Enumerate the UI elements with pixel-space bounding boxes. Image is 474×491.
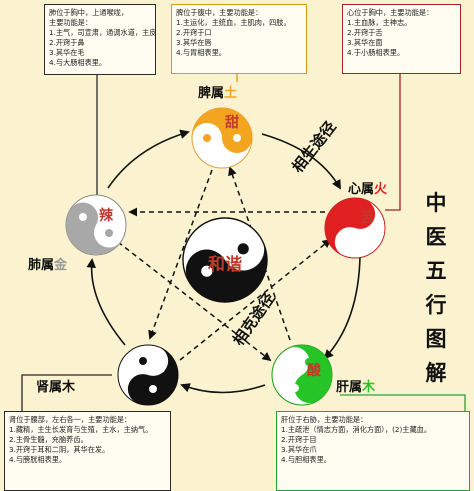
metal-organ: 肺属 — [28, 258, 55, 273]
metal-yinyang-icon — [55, 194, 130, 266]
metal-info-box: 肺位于胸中，上通喉咙， 主要功能是： 1.主气，司宣肃，通调水道，主皮毛。 2.… — [44, 4, 156, 75]
center-yinyang-icon — [178, 217, 283, 318]
water-info-line: 1.藏精，主生长发育与生殖，主水，主纳气。 — [9, 425, 153, 434]
earth-info-box: 脾位于腹中，主要功能是： 1.主运化，主统血，主肌肉，四肢。 2.开窍于口 3.… — [171, 4, 307, 74]
water-box-connector — [21, 374, 112, 411]
arrow-earth-to-water — [148, 169, 213, 340]
metal-element: 金 — [54, 258, 68, 273]
water-yinyang-icon — [117, 341, 187, 414]
title-char: 五 — [425, 258, 447, 283]
water-taste: 咸 — [151, 358, 165, 375]
title-char: 行 — [425, 292, 447, 317]
wood-yinyang-icon — [271, 334, 343, 409]
metal-info-line: 3.其华在毛 — [49, 48, 85, 57]
water-info-line: 2.主骨生髓，充脑养齿。 — [9, 435, 88, 444]
fire-yinyang-icon — [316, 189, 386, 262]
earth-info-line: 4.与胃相表里。 — [176, 48, 226, 57]
metal-info-line: 主要功能是： — [49, 18, 93, 27]
metal-taste: 辣 — [99, 207, 114, 224]
wood-info-box: 肝位于右胁，主要功能是： 1.主疏泄（情志方面，消化方面），(2)主藏血。 2.… — [276, 411, 470, 491]
wood-organ: 肝属 — [336, 380, 363, 395]
earth-info-line: 脾位于腹中，主要功能是： — [176, 8, 263, 17]
wood-element: 木 — [362, 380, 376, 395]
metal-label: 肺属金 — [28, 254, 67, 273]
metal-info-line: 4.与大肠相表里。 — [49, 58, 107, 67]
fire-info-line: 1.主血脉，主神志。 — [347, 18, 412, 27]
fire-element: 火 — [374, 182, 388, 197]
wood-info-line: 1.主疏泄（情志方面，消化方面），(2)主藏血。 — [281, 425, 432, 434]
water-info-line: 3.开窍于耳和二阴，其华在发。 — [9, 445, 110, 454]
arrow-metal-to-earth — [107, 129, 190, 189]
earth-label: 脾属土 — [198, 82, 237, 101]
water-element: 木 — [62, 380, 76, 395]
fire-organ: 心属 — [348, 182, 375, 197]
earth-yinyang-icon — [191, 107, 253, 169]
earth-info-line: 1.主运化，主统血，主肌肉，四肢。 — [176, 18, 291, 27]
metal-info-line: 2.开窍于鼻 — [49, 38, 85, 47]
wood-box-connector — [340, 394, 466, 411]
fire-taste: 苦 — [360, 209, 374, 226]
earth-element: 土 — [224, 86, 238, 101]
fire-label: 心属火 — [348, 178, 387, 197]
fire-box-connector — [385, 74, 401, 211]
fire-info-line: 4.于小肠相表里。 — [347, 48, 405, 57]
water-info-box: 肾位于腰部，左右各一，主要功能是： 1.藏精，主生长发育与生殖，主水，主纳气。 … — [4, 411, 171, 491]
arrow-water-to-metal — [86, 258, 126, 346]
fire-info-box: 心位于胸中，主要功能是： 1.主血脉，主神志。 2.开窍于舌 3.其华在面 4.… — [342, 4, 461, 74]
fire-info-line: 3.其华在面 — [347, 38, 383, 47]
wood-info-line: 2.开窍于目 — [281, 435, 317, 444]
water-organ: 肾属 — [36, 380, 63, 395]
earth-info-line: 3.其华在唇 — [176, 38, 212, 47]
arrow-earth-to-fire — [261, 133, 341, 190]
wood-taste: 酸 — [307, 362, 322, 379]
arrow-wood-to-water — [180, 383, 266, 394]
arrow-fire-to-wood — [323, 241, 361, 360]
earth-taste: 甜 — [225, 114, 239, 131]
title-char: 图 — [425, 326, 447, 351]
metal-info-line: 1.主气，司宣肃，通调水道，主皮毛。 — [49, 28, 156, 37]
metal-info-line: 肺位于胸中，上通喉咙， — [49, 8, 129, 17]
center-taste: 和谐 — [208, 255, 242, 275]
title-char: 解 — [425, 360, 447, 385]
generating-cycle-arrows — [86, 129, 361, 394]
diagram-title: 中 医 五 行 图 解 — [424, 186, 448, 390]
title-char: 医 — [425, 224, 447, 249]
wood-info-line: 4.与胆相表里。 — [281, 455, 331, 464]
wood-info-line: 3.其华在爪 — [281, 445, 317, 454]
earth-info-line: 2.开窍于口 — [176, 28, 212, 37]
earth-organ: 脾属 — [198, 86, 225, 101]
wood-info-line: 肝位于右胁，主要功能是： — [281, 415, 368, 424]
fire-info-line: 心位于胸中，主要功能是： — [347, 8, 434, 17]
title-char: 中 — [425, 190, 447, 215]
fire-info-line: 2.开窍于舌 — [347, 28, 383, 37]
water-info-line: 肾位于腰部，左右各一，主要功能是： — [9, 415, 132, 424]
water-info-line: 4.与膀胱相表里。 — [9, 455, 67, 464]
water-label: 肾属木 — [36, 376, 75, 395]
wood-label: 肝属木 — [336, 376, 375, 395]
